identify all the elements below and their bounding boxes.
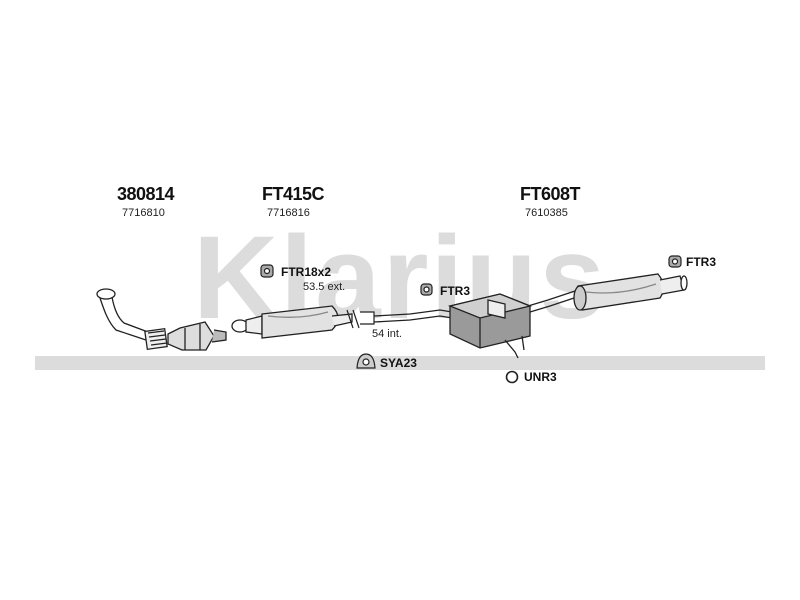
tail-pipe [527, 289, 581, 313]
callout-ftr3-mid: FTR3 [440, 284, 470, 298]
assembly-code-front: 380814 [117, 184, 175, 204]
rubber-mount-icon [668, 255, 682, 268]
ring-icon [505, 370, 519, 384]
rear-silencer [573, 273, 688, 311]
rubber-mount-icon [260, 264, 274, 278]
catalyst [167, 321, 227, 351]
assembly-number-front: 7716810 [122, 207, 165, 219]
note-ext: 53.5 ext. [303, 281, 346, 293]
front-pipe [96, 288, 168, 351]
rear-pipe [373, 309, 453, 323]
assembly-number-center: 7716816 [267, 207, 310, 219]
clamp-icon [356, 353, 376, 369]
assembly-code-center: FT415C [262, 184, 325, 204]
callout-ftr3-right: FTR3 [686, 255, 716, 269]
callout-ftr18: FTR18x2 [281, 265, 332, 279]
rear-silencer-box [447, 293, 533, 359]
rubber-mount-icon [420, 283, 433, 296]
center-silencer [231, 305, 353, 339]
note-int: 54 int. [372, 328, 402, 340]
watermark-bar [35, 356, 765, 370]
clamp-joint [346, 309, 375, 329]
assembly-code-rear: FT608T [520, 184, 581, 204]
callout-sya23: SYA23 [380, 356, 417, 370]
assembly-number-rear: 7610385 [525, 207, 568, 219]
callout-unr3: UNR3 [524, 370, 557, 384]
